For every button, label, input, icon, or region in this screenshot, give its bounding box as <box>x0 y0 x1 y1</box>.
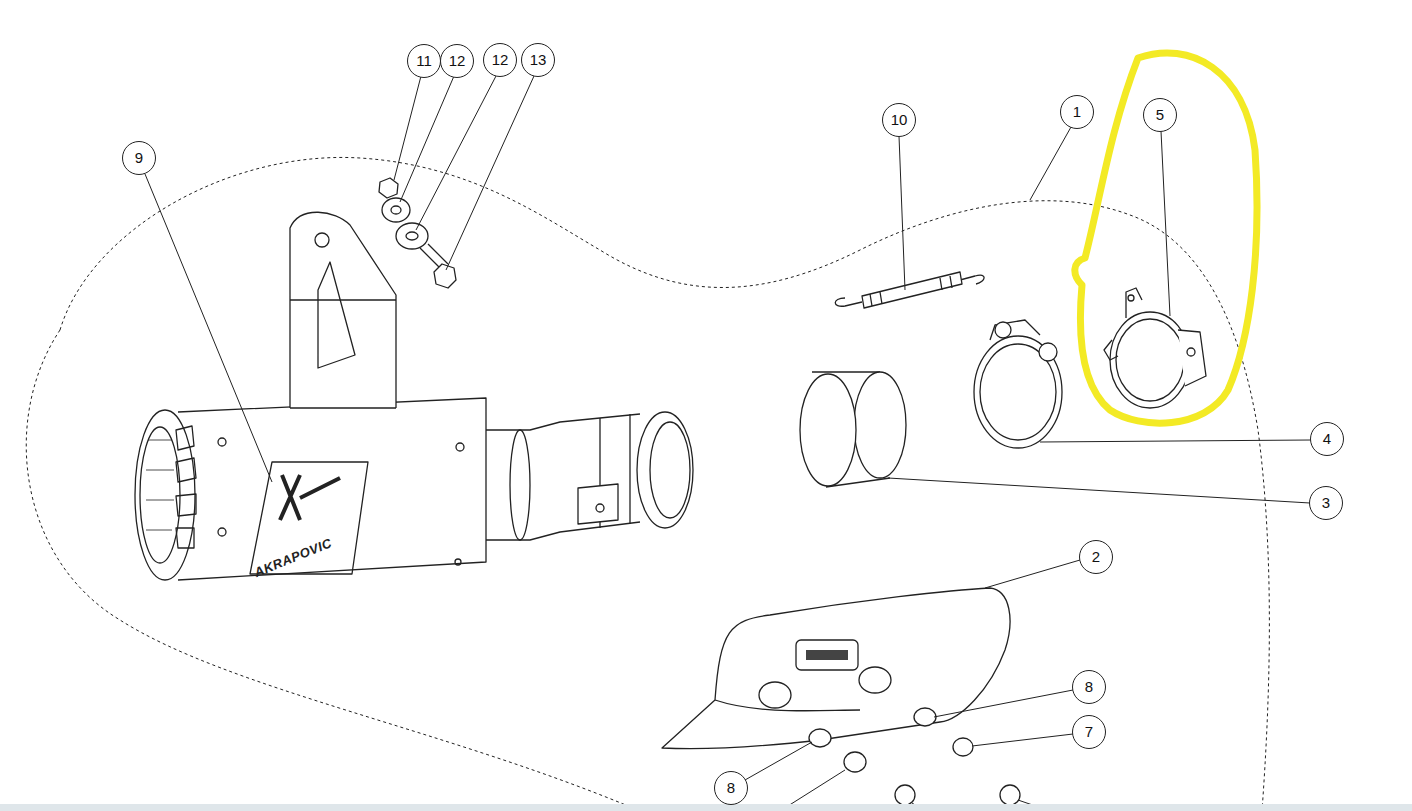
spring-hook-tab <box>578 484 618 524</box>
leader-line <box>972 734 1073 746</box>
clamp-nut <box>995 322 1011 338</box>
leader-line <box>1040 440 1311 442</box>
screw <box>1000 785 1020 805</box>
illustration <box>26 53 1311 811</box>
callout-number: 7 <box>1072 715 1106 749</box>
callout-number: 10 <box>882 103 916 137</box>
shield-hole <box>859 667 891 693</box>
leader-line <box>446 76 534 270</box>
band-clamp <box>974 336 1062 448</box>
shield-hole <box>759 682 791 708</box>
clamp-housing <box>990 320 1040 340</box>
flange-clamp <box>1110 312 1190 408</box>
washer <box>809 729 831 747</box>
callout-number: 2 <box>1079 540 1113 574</box>
leader-line <box>745 742 812 780</box>
clamp-screw <box>1039 343 1057 361</box>
rivet <box>456 443 464 451</box>
callout-number: 12 <box>483 43 517 77</box>
flange-clamp-inner <box>1116 319 1184 401</box>
screw <box>895 785 915 805</box>
washer <box>844 752 866 772</box>
tab-hole <box>596 504 604 512</box>
leader-line <box>985 560 1080 588</box>
muffler-endcap <box>135 410 195 580</box>
callout-number: 8 <box>1072 670 1106 704</box>
clamp-block <box>1178 330 1206 386</box>
muffler-outlet <box>140 427 180 563</box>
clamp-bolt <box>1187 348 1195 356</box>
sleeve-end <box>854 372 906 478</box>
leader-line <box>394 76 421 180</box>
logo-mark <box>280 475 340 520</box>
muffler-mesh <box>146 440 174 530</box>
grommet <box>953 738 973 756</box>
rivet <box>218 438 226 446</box>
washer <box>914 708 936 726</box>
bracket-slot <box>318 262 355 368</box>
link-pipe <box>486 414 640 540</box>
sleeve-front <box>800 374 856 486</box>
bolt-head <box>434 264 456 288</box>
callout-number: 4 <box>1310 422 1344 456</box>
nut <box>379 178 398 198</box>
washer <box>396 223 428 249</box>
shield-fold <box>715 700 860 711</box>
clamp-bolt <box>1104 340 1118 360</box>
callout-number: 9 <box>122 141 156 175</box>
callout-number: 1 <box>1060 95 1094 129</box>
shield-logo <box>806 650 848 660</box>
pipe-ring <box>510 430 530 540</box>
leader-line <box>934 690 1073 717</box>
window-bar <box>0 804 1412 811</box>
pipe-inlet-inner <box>650 422 690 518</box>
washer-hole <box>406 232 418 240</box>
leader-line <box>1030 127 1071 200</box>
washer-hole <box>391 206 401 214</box>
callout-number: 8 <box>714 771 748 805</box>
endcap-slots <box>176 426 196 548</box>
leader-line <box>1161 131 1170 316</box>
clamp-tab <box>1126 288 1142 318</box>
highlight-marker <box>1075 53 1257 423</box>
callout-number: 3 <box>1309 486 1343 520</box>
shield-badge <box>796 640 858 670</box>
band-clamp-inner <box>980 344 1056 440</box>
leader-line <box>416 76 496 230</box>
callout-number: 11 <box>407 44 441 78</box>
callout-number: 13 <box>521 43 555 77</box>
rivet <box>455 559 461 565</box>
callout-number: 5 <box>1143 98 1177 132</box>
leader-line <box>400 76 454 202</box>
leader-lines <box>145 76 1311 811</box>
muffler-body <box>178 398 486 580</box>
bracket-edge <box>290 300 396 408</box>
leader-line <box>145 174 272 482</box>
heat-shield <box>662 588 1010 749</box>
tab-hole <box>1128 295 1134 301</box>
washer <box>382 198 410 222</box>
rivet <box>218 528 226 536</box>
leader-line <box>899 136 905 290</box>
leader-line <box>888 478 1310 503</box>
callout-number: 12 <box>440 44 474 78</box>
pipe-inlet <box>637 412 693 528</box>
hanger-bracket <box>290 212 396 408</box>
bracket-hole <box>315 233 329 247</box>
spring-coil <box>862 272 962 308</box>
spring-turns <box>870 276 952 306</box>
